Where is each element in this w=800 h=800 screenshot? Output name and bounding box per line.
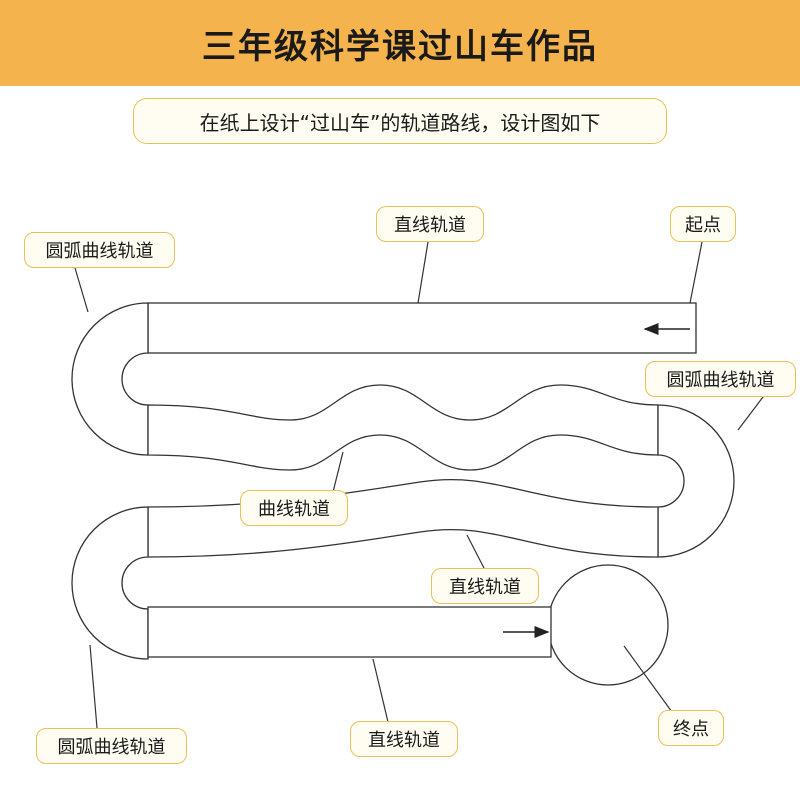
label-arc-top-left: 圆弧曲线轨道 bbox=[24, 232, 175, 268]
leader-line-arc-bottom-left bbox=[89, 644, 98, 729]
leader-line-straight-bottom bbox=[372, 658, 389, 723]
leader-line-end bbox=[623, 645, 673, 713]
leader-line-arc-top-left bbox=[74, 267, 89, 313]
label-start: 起点 bbox=[670, 206, 736, 242]
label-arc-right: 圆弧曲线轨道 bbox=[645, 361, 796, 397]
track-straight-bottom bbox=[147, 606, 552, 658]
track-end-circle bbox=[547, 564, 669, 686]
leader-line-start bbox=[689, 241, 703, 304]
track-arc-right bbox=[657, 404, 735, 558]
track-wavy-curve bbox=[147, 384, 659, 471]
page-title: 三年级科学课过山车作品 bbox=[202, 26, 598, 67]
label-straight-middle: 直线轨道 bbox=[431, 568, 539, 604]
label-straight-bottom: 直线轨道 bbox=[350, 721, 458, 757]
label-arc-bottom-left: 圆弧曲线轨道 bbox=[36, 728, 187, 764]
label-curve: 曲线轨道 bbox=[240, 490, 348, 526]
label-end: 终点 bbox=[658, 710, 724, 746]
title-bar: 三年级科学课过山车作品 bbox=[0, 0, 800, 86]
subtitle-box: 在纸上设计“过山车”的轨道路线，设计图如下 bbox=[133, 98, 667, 144]
track-straight-middle bbox=[147, 479, 659, 558]
leader-line-straight-middle bbox=[466, 534, 486, 571]
label-straight-top: 直线轨道 bbox=[376, 206, 484, 242]
leader-line-curve bbox=[332, 451, 344, 493]
leader-line-arc-right bbox=[737, 396, 764, 431]
track-straight-top bbox=[147, 302, 697, 354]
leader-line-straight-top bbox=[417, 241, 429, 304]
track-arc-bottom-left bbox=[71, 506, 149, 660]
track-arc-top-left bbox=[71, 302, 149, 456]
